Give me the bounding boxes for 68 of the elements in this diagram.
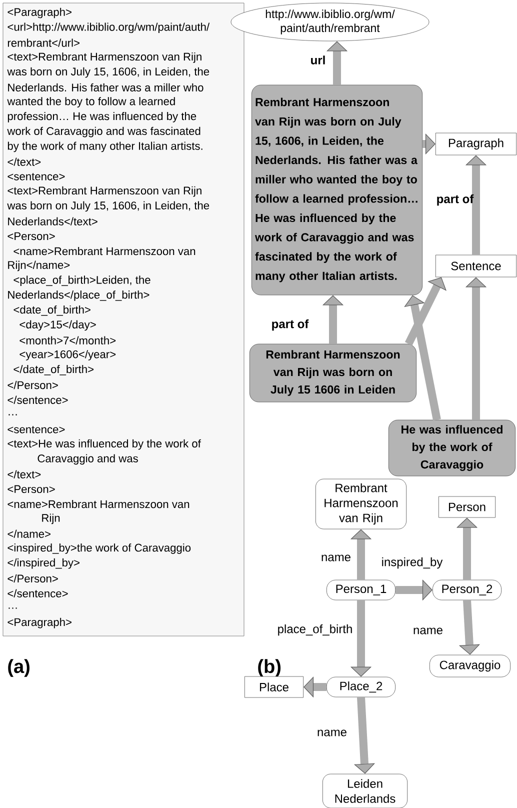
sentence-text-box: Rembrant Harmenszoon van Rijn was born on July 15 1606 in Leiden [249, 344, 417, 402]
label: <text>Rembrant Harmenszoon van Rijn [8, 186, 202, 197]
label: <url>http://www.ibiblio.org/wm/paint/auth/ [8, 22, 210, 34]
label: </inspired_by> [8, 558, 80, 569]
label: </Person> [8, 380, 58, 390]
panel-label: (b) [258, 659, 281, 677]
label: Nederlands</text> [8, 217, 98, 226]
label: was born on July 15, 1606, in Leiden, the [7, 201, 210, 212]
edge-label: name [322, 554, 350, 562]
edge-label: part of [272, 319, 309, 331]
edge-label: url [311, 56, 325, 64]
label: <inspired_by>the work of Caravaggio [8, 544, 191, 554]
label: </date_of_birth> [14, 365, 94, 376]
edge-label: place_of_birth [278, 624, 352, 636]
label: <Paragraph> [8, 8, 72, 18]
edge-label: inspired_by [382, 557, 443, 569]
label: <Paragraph> [8, 618, 72, 628]
label: Nederlands</place_of_birth> [8, 290, 150, 301]
label: <text>He was influenced by the work of [8, 439, 201, 450]
label: <name>Rembrant Harmenszoon van [8, 500, 190, 508]
label: </sentence> [8, 396, 68, 404]
label: rembrant</url> [8, 38, 80, 47]
label: </Person> [8, 574, 58, 583]
sentence-text-box: He was influenced by the work of Caravaggio [388, 420, 516, 476]
label: <year>1606</year> [20, 350, 116, 360]
label: </sentence> [8, 589, 68, 598]
class-box: Person [438, 496, 496, 518]
label: wanted the boy to follow a learned [7, 97, 175, 108]
label: was born on July 15, 1606, in Leiden, the [7, 67, 210, 78]
entity-box: Rembrant Harmenszoon van Rijn [315, 478, 407, 530]
label: <sentence> [8, 173, 65, 180]
label: work of Caravaggio and was fascinated [7, 126, 200, 138]
label: </text> [8, 470, 41, 478]
instance-pill: Person_2 [432, 580, 502, 600]
label: <name>Rembrant Harmenszoon van [14, 247, 196, 256]
label: <date_of_birth> [14, 305, 90, 316]
instance-pill: Caravaggio [429, 654, 511, 678]
entity-box: Leiden Nederlands [322, 774, 408, 808]
label: </name> [8, 530, 50, 538]
label: Nederlands. His father was a miller who [8, 83, 204, 92]
edge-label: name [414, 628, 442, 634]
label: </text> [8, 158, 41, 166]
label: … [8, 608, 17, 609]
panel-label: (a) [8, 659, 30, 677]
class-box: Place [244, 676, 304, 698]
label: <Person> [8, 232, 55, 240]
instance-pill: Place_2 [326, 676, 396, 698]
label: by the work of many other Italian artists. [8, 142, 202, 152]
class-box: Paragraph [435, 132, 517, 156]
label: <Person> [8, 485, 55, 494]
label: profession… He was influenced by the [8, 112, 196, 122]
edge-label: part of [437, 194, 474, 206]
label: <place_of_birth>Leiden, the [14, 276, 150, 286]
label: … [8, 414, 17, 416]
label: <month>7</month> [20, 336, 116, 344]
block-arrow [404, 277, 446, 346]
label: Rijn</name> [8, 260, 70, 272]
instance-pill: Person_1 [326, 580, 396, 600]
paragraph-text-box: Rembrant Harmenszoon van Rijn was born on July 15, 1606, in Leiden, the Nederlands. His father was a miller who wanted the boy to follow a learned profession… He was influenced by the work of Caravaggio and was fascinated by the work of many other Italian artists. [251, 84, 423, 296]
class-box: Sentence [435, 254, 517, 278]
code-listing: <Paragraph> <url>http://www.ibiblio.org/wm/paint/auth/ rembrant</url> <text>Rembrant Harmenszoon van Rijn was born on July 15, 1606, in Leiden, the Nederlands. His father was a miller who wanted the boy to follow a learned profession… He was influenced by the work of Caravaggio and was fascinated by the work of many other Italian artists. </text> <sentence> <text>Rembrant Harmenszoon van Rijn was born on July 15, 1606, in Leiden, the Nederlands</text> <Person> <name>Rembrant Harmenszoon van Rijn</name> <place_of_birth>Leiden, the Nederlands</place_of_birth> <date_of_birth> <day>15</day> <month>7</month> <year>1606</year> </date_of_birth> </Person> </sentence> … <sentence> <text>He was influenced by the work of Caravaggio and was </text> <Person> <name>Rembrant Harmenszoon van Rijn </name> <inspired_by>the work of Caravaggio </inspired_by> </Person> </sentence> … <Paragraph> [2, 2, 244, 636]
label: Rijn [42, 514, 60, 524]
label: Caravaggio and was [38, 454, 138, 465]
label: <day>15</day> [20, 320, 96, 331]
edge-label: name [318, 730, 346, 736]
block-arrow [404, 295, 441, 421]
label: <sentence> [8, 426, 65, 434]
label: <text>Rembrant Harmenszoon van Rijn [8, 52, 202, 63]
